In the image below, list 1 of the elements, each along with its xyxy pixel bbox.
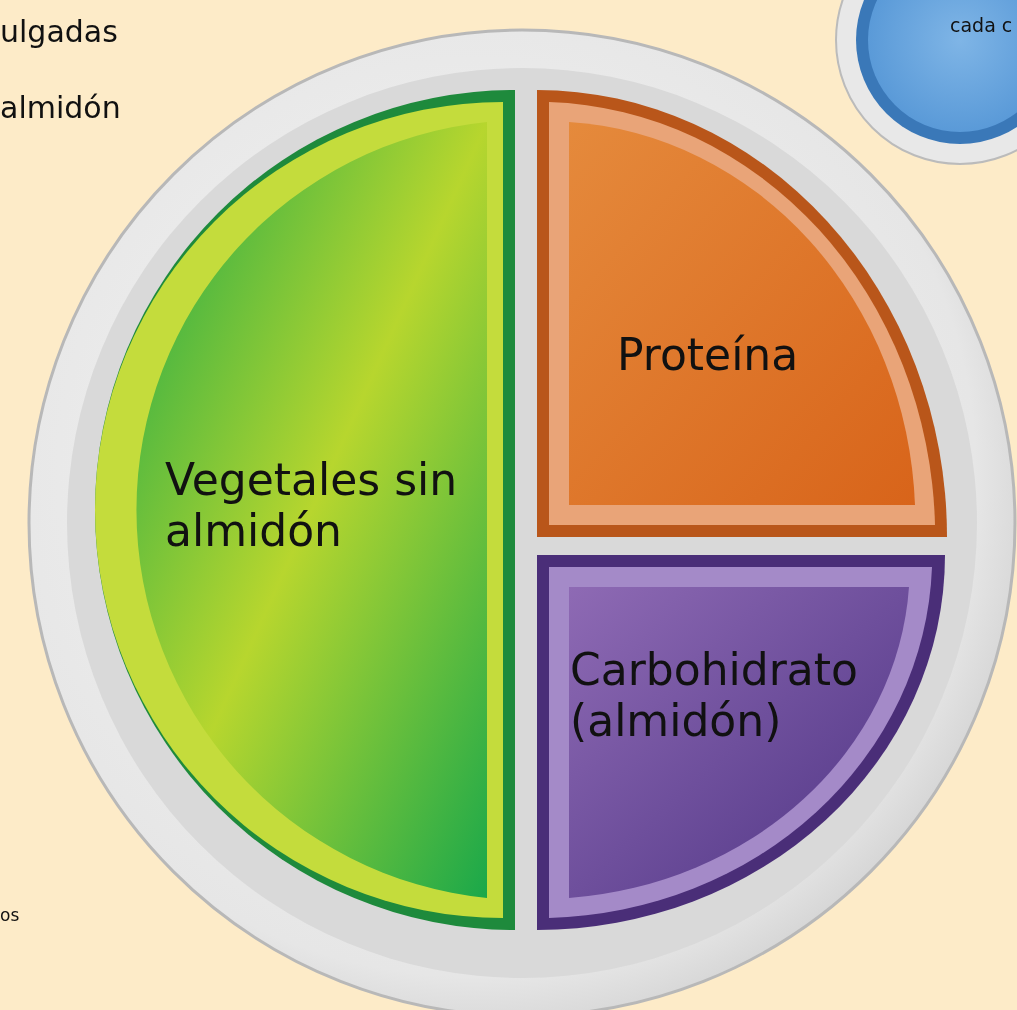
- text-fragment: os: [0, 905, 20, 925]
